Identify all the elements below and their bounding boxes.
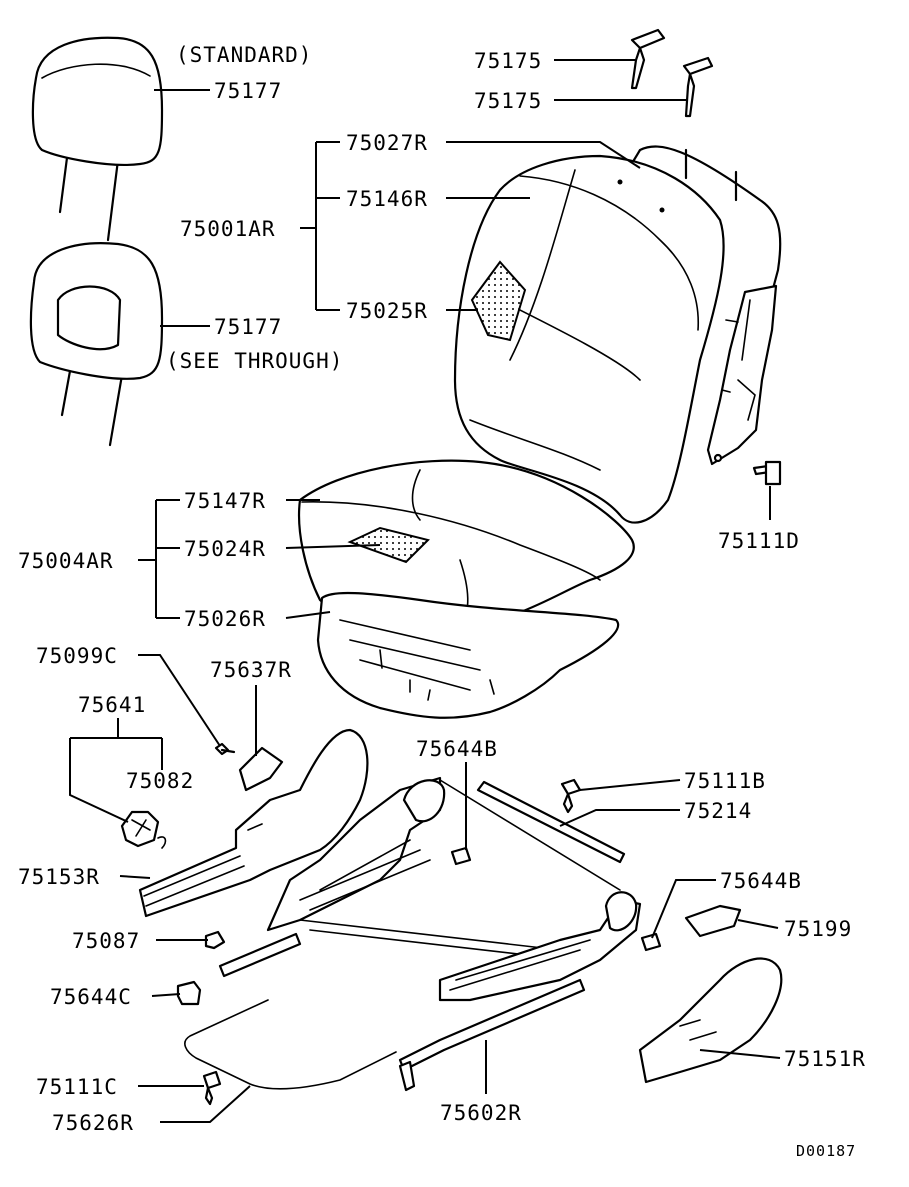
part-label-75099C[interactable]: 75099C bbox=[36, 644, 118, 668]
part-label-75175-b[interactable]: 75175 bbox=[474, 89, 542, 113]
part-label-75087[interactable]: 75087 bbox=[72, 929, 140, 953]
part-label-75027R[interactable]: 75027R bbox=[346, 131, 428, 155]
rod-75214 bbox=[476, 780, 626, 864]
label-standard: (STANDARD) bbox=[176, 43, 312, 67]
part-label-75626R[interactable]: 75626R bbox=[52, 1111, 134, 1135]
part-label-75644C[interactable]: 75644C bbox=[50, 985, 132, 1009]
part-label-75111C[interactable]: 75111C bbox=[36, 1075, 118, 1099]
recliner-bracket bbox=[706, 284, 778, 466]
part-label-75153R[interactable]: 75153R bbox=[18, 865, 100, 889]
clip-75644B-b bbox=[640, 932, 662, 952]
headrest-see-through bbox=[29, 242, 164, 447]
headrest-standard bbox=[31, 36, 164, 242]
part-label-75146R[interactable]: 75146R bbox=[346, 187, 428, 211]
part-label-75111B[interactable]: 75111B bbox=[684, 769, 766, 793]
seat-back bbox=[453, 145, 782, 524]
bolt-75111D bbox=[752, 460, 782, 486]
part-label-75004AR[interactable]: 75004AR bbox=[18, 549, 114, 573]
part-label-75026R[interactable]: 75026R bbox=[184, 607, 266, 631]
part-label-75001AR[interactable]: 75001AR bbox=[180, 217, 276, 241]
clip-75644C bbox=[176, 980, 202, 1006]
leader-lines bbox=[69, 59, 781, 1123]
part-label-75147R[interactable]: 75147R bbox=[184, 489, 266, 513]
bolt-75111B bbox=[560, 778, 582, 814]
clip-75082 bbox=[157, 836, 167, 849]
part-label-75082[interactable]: 75082 bbox=[126, 769, 194, 793]
part-label-75177-a[interactable]: 75177 bbox=[214, 79, 282, 103]
label-see-through: (SEE THROUGH) bbox=[166, 349, 343, 373]
knob-75641 bbox=[120, 810, 160, 848]
part-label-75641[interactable]: 75641 bbox=[78, 693, 146, 717]
part-label-75644B-b[interactable]: 75644B bbox=[720, 869, 802, 893]
seat-cushion-pan bbox=[316, 591, 620, 719]
wire-75626R bbox=[184, 999, 397, 1090]
part-label-75111D[interactable]: 75111D bbox=[718, 529, 800, 553]
part-label-75637R[interactable]: 75637R bbox=[210, 658, 292, 682]
clip-75644B-a bbox=[450, 846, 472, 866]
cover-75637R bbox=[238, 746, 284, 792]
part-label-75025R[interactable]: 75025R bbox=[346, 299, 428, 323]
part-label-75214[interactable]: 75214 bbox=[684, 799, 752, 823]
part-label-75177-b[interactable]: 75177 bbox=[214, 315, 282, 339]
bolt-75111C bbox=[202, 1070, 222, 1106]
part-label-75024R[interactable]: 75024R bbox=[184, 537, 266, 561]
side-shield-75153R bbox=[138, 728, 369, 918]
part-label-75151R[interactable]: 75151R bbox=[784, 1047, 866, 1071]
cover-75151R bbox=[638, 957, 783, 1084]
bolt-75175-b bbox=[682, 56, 714, 118]
part-label-75175-a[interactable]: 75175 bbox=[474, 49, 542, 73]
part-label-75602R[interactable]: 75602R bbox=[440, 1101, 522, 1125]
nut-75087 bbox=[204, 930, 226, 950]
part-label-75199[interactable]: 75199 bbox=[784, 917, 852, 941]
diagram-id: D00187 bbox=[796, 1142, 856, 1160]
seat-frame-75602R bbox=[218, 776, 642, 1092]
cap-75199 bbox=[684, 904, 742, 938]
bolt-75175-a bbox=[630, 28, 666, 90]
part-label-75644B-a[interactable]: 75644B bbox=[416, 737, 498, 761]
